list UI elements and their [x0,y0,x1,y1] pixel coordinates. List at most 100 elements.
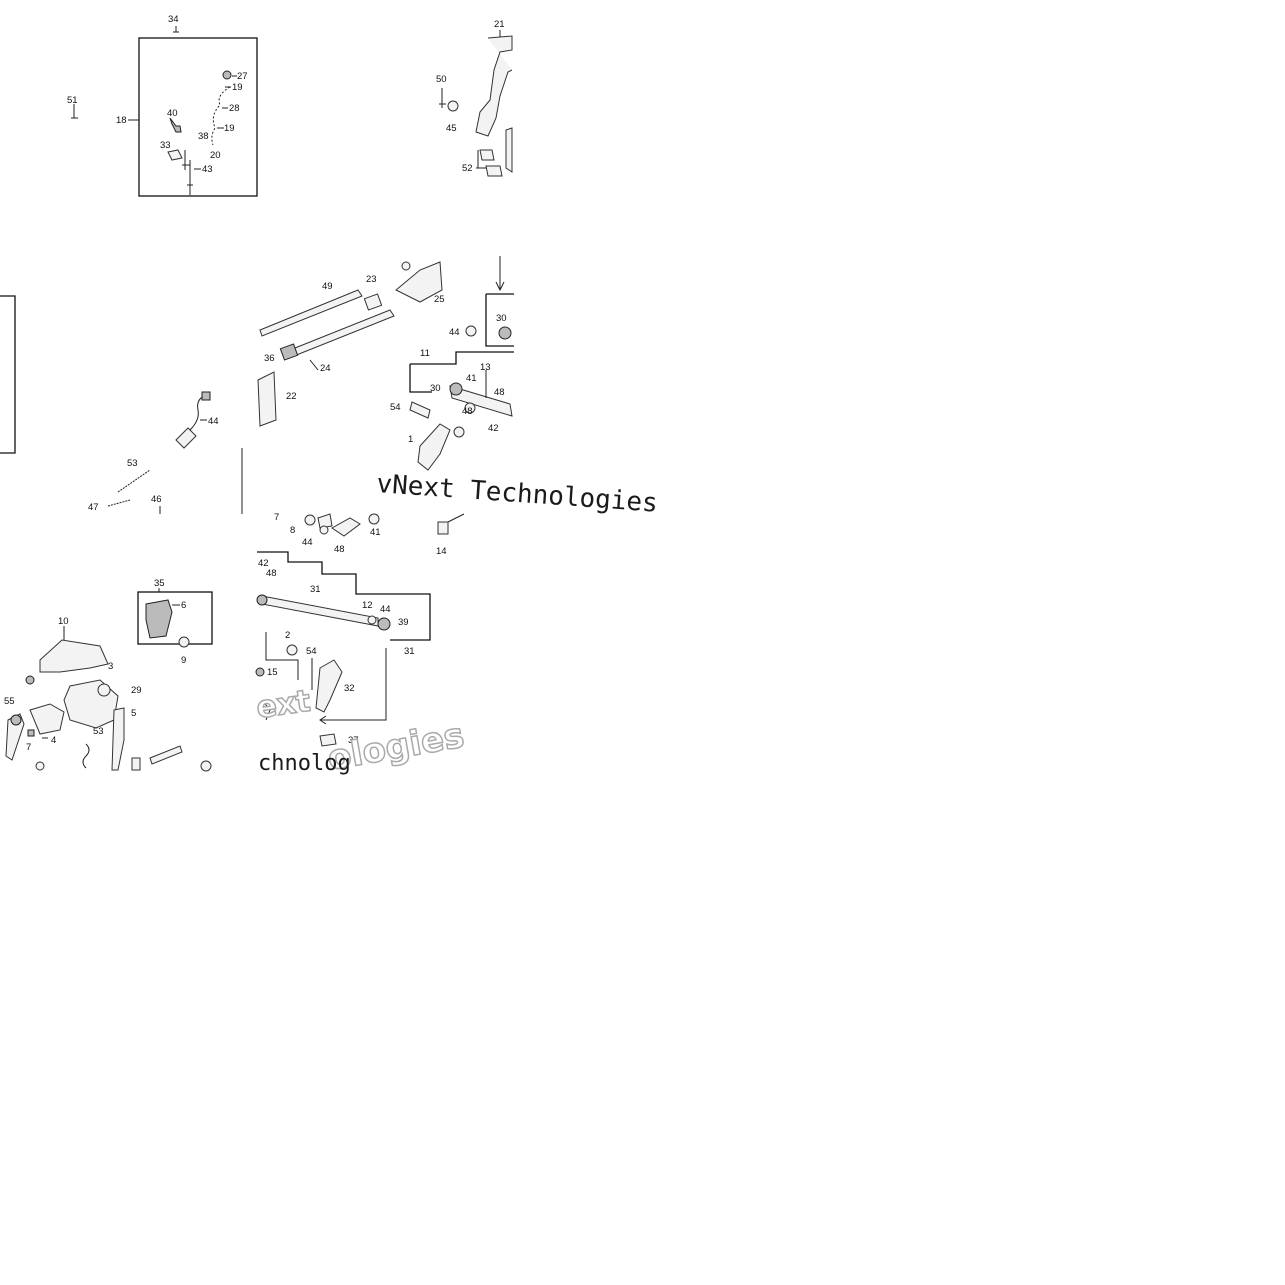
label-36: 36 [264,353,275,364]
part-54a-bolt [409,401,431,419]
label-45: 45 [446,123,457,134]
part-23-end [363,293,383,311]
label-53a: 7 [274,512,279,523]
part-47 [304,514,316,526]
part-26-spring [107,499,131,507]
part-29 [27,729,35,737]
label-18: 18 [116,115,127,126]
label-14: 31 [310,584,321,595]
part-49-rod [259,289,363,337]
label-52a: 52 [462,163,473,174]
part-bracket [505,127,513,173]
label-43: 43 [202,164,213,175]
label-39: 54 [306,646,317,657]
label-16: 44 [208,416,219,427]
label-32: 6 [181,600,186,611]
label-41a: 41 [466,373,477,384]
label-35: 10 [58,616,69,627]
part-48c [256,594,268,606]
part-6-cover [39,639,109,673]
tile-top-left: 34 18 51 27 19 28 40 19 38 33 20 43 [67,14,258,197]
label-48d: 44 [380,604,391,615]
part-44a [465,325,477,337]
label-26: 47 [88,502,99,513]
label-47: 8 [290,525,295,536]
part-45 [447,100,459,112]
part-52a-bolt [479,149,495,161]
label-31a: 39 [398,617,409,628]
tile-lower-center: 7 8 44 48 41 14 42 48 31 12 44 39 31 2 5… [255,512,465,747]
label-15: 35 [154,578,165,589]
part-1-lever [417,423,451,471]
tile-top-middle: 21 50 45 52 [436,19,513,177]
label-44c: 14 [436,546,447,557]
label-21: 21 [494,19,505,30]
label-54b: 37 [348,735,359,746]
label-33: 33 [160,140,171,151]
label-28: 28 [229,103,240,114]
frame-11 [409,351,514,393]
label-42a: 42 [488,423,499,434]
label-22: 22 [286,391,297,402]
watermark-line-4: chnolog [258,751,351,776]
label-48b: 48 [494,387,505,398]
label-44d: 2 [285,630,290,641]
watermark-line-1: vNext Technologies [376,469,659,519]
frame-12-leader [320,648,387,721]
part-50 [439,88,446,108]
label-3: 5 [131,708,136,719]
part-16-switch [175,427,197,449]
part-33 [167,149,183,161]
label-19a: 19 [232,82,243,93]
part-31b [255,667,265,677]
part-2-lever [315,659,343,713]
label-30a: 30 [496,313,507,324]
part-9-plate [63,679,119,729]
part-28-spring [211,86,231,146]
frame-12 [257,551,431,641]
label-34: 34 [168,14,179,25]
label-8: 41 [370,527,381,538]
part-48a [464,402,476,414]
label-44a: 44 [449,327,460,338]
part-27 [222,70,232,80]
label-48a: 48 [462,406,473,417]
part-17-spring [117,469,151,493]
part-4-pin [149,745,183,765]
label-24: 24 [320,363,331,374]
label-41b: 48 [266,568,277,579]
label-31b: 15 [267,667,278,678]
part-42b [367,615,377,625]
frame-edge [0,295,16,454]
part-24 [309,359,319,371]
label-11: 11 [420,348,430,359]
part-7a [319,525,329,535]
part-32-knob [145,599,173,639]
label-23: 23 [366,274,377,285]
label-48c: 42 [258,558,269,569]
part-16-wire [189,395,205,431]
label-5: 53 [93,726,104,737]
part-44c-nut [437,521,449,535]
label-20: 20 [210,150,221,161]
part-36-end [279,343,299,361]
part-25-bracket [395,261,443,303]
part-8-bracket [331,517,361,537]
part-13-shaft [449,385,513,417]
label-13: 13 [480,362,491,373]
label-40: 40 [167,108,178,119]
label-42b: 12 [362,600,373,611]
part-3-rod [111,707,125,771]
label-50: 50 [436,74,447,85]
tile-lower-left: 35 6 9 10 3 29 55 5 7 4 53 [4,578,213,772]
part-7b [131,757,141,771]
part-34 [173,26,179,33]
part-40 [169,117,182,133]
label-7a: 48 [334,544,345,555]
label-1: 1 [408,434,413,445]
part-54b-bolt [319,733,337,747]
label-10: 55 [4,696,15,707]
part-21-pedal [475,35,513,137]
part-44d [286,644,298,656]
